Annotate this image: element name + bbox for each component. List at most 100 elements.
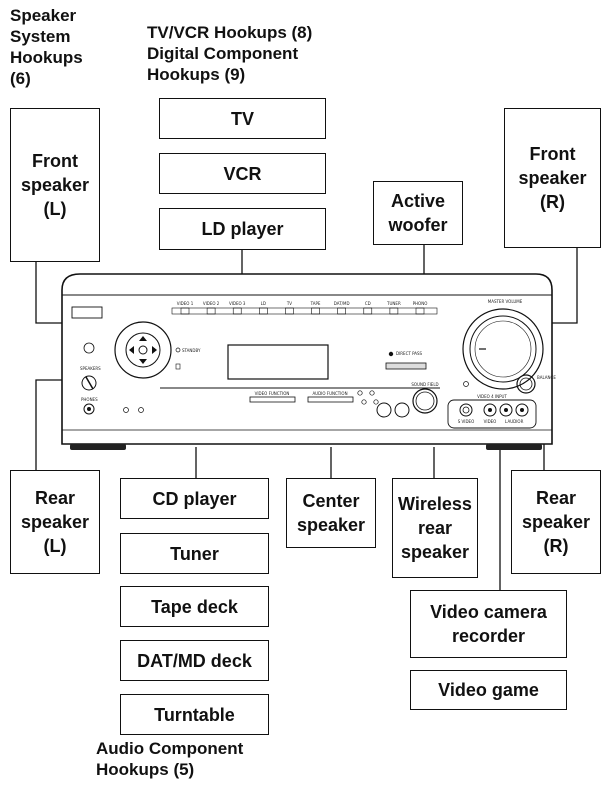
box-line: Active — [390, 191, 445, 211]
sound-field-label: SOUND FIELD — [411, 382, 438, 387]
balance-label: BALANCE — [537, 375, 556, 380]
receiver-foot — [486, 444, 542, 450]
box-ld-player: LD player — [159, 208, 326, 250]
heading-line: Hookups — [10, 48, 83, 67]
heading-line: Speaker — [10, 6, 77, 25]
audio-r-label: R — [521, 419, 524, 424]
box-front-speaker-left: Front speaker (L) — [10, 108, 100, 262]
box-label: Tape deck — [151, 596, 238, 617]
input-button-label: LD — [261, 301, 266, 306]
box-active-woofer: Active woofer — [373, 181, 463, 245]
heading-speaker-system-hookups: Speaker System Hookups (6) — [10, 5, 83, 89]
speakers-label: SPEAKERS — [80, 366, 101, 371]
input-button — [180, 307, 190, 315]
input-button-label: TAPE — [310, 301, 321, 306]
audio-function-label: AUDIO FUNCTION — [312, 391, 347, 396]
box-video-camera-recorder: Video camera recorder — [410, 590, 567, 658]
box-line: (L) — [43, 199, 67, 219]
box-line: speaker — [20, 175, 90, 195]
input-button — [206, 307, 216, 315]
box-label: DAT/MD deck — [137, 650, 252, 671]
box-dat-md-deck: DAT/MD deck — [120, 640, 269, 681]
box-line: Rear — [535, 488, 577, 508]
input-button-label: TV — [286, 301, 292, 306]
heading-audio-component-hookups: Audio Component Hookups (5) — [96, 738, 243, 780]
heading-line: Digital Component — [147, 44, 299, 63]
input-button-label: DAT/MD — [334, 301, 350, 306]
box-line: (R) — [543, 536, 569, 556]
heading-line: System — [10, 27, 71, 46]
av-receiver — [61, 273, 553, 445]
box-line: woofer — [388, 215, 448, 235]
box-label: LD player — [201, 219, 284, 239]
box-line: speaker — [20, 512, 90, 532]
heading-line: (6) — [10, 69, 31, 88]
box-label: Video game — [438, 680, 539, 700]
box-label: CD player — [152, 488, 237, 509]
input-button-label: VIDEO 3 — [229, 301, 246, 306]
standby-label: STANDBY — [182, 348, 201, 353]
box-label: VCR — [223, 163, 262, 184]
input-selector-labels: VIDEO 1 VIDEO 2 VIDEO 3 LD TV TAPE DAT/MD CD TUN… — [177, 301, 428, 315]
box-tv: TV — [159, 98, 326, 139]
box-line: Video camera — [430, 602, 547, 622]
box-vcr: VCR — [159, 153, 326, 194]
video-jack-label: VIDEO — [484, 419, 497, 424]
box-label: TV — [230, 108, 254, 129]
box-line: speaker — [296, 515, 366, 535]
receiver-feet — [70, 444, 542, 450]
input-button — [363, 307, 373, 315]
heading-line: Hookups (5) — [96, 760, 195, 779]
box-line: recorder — [451, 626, 526, 646]
heading-line: Audio Component — [96, 739, 244, 758]
master-volume-label: MASTER VOLUME — [488, 299, 523, 304]
box-video-game: Video game — [410, 670, 567, 710]
audio-label: AUDIO — [507, 419, 520, 424]
input-button-label: PHONO — [413, 301, 428, 306]
s-video-label: S VIDEO — [458, 419, 474, 424]
video-function-label: VIDEO FUNCTION — [255, 391, 290, 396]
heading-tv-vcr-hookups: TV/VCR Hookups (8) Digital Component Hoo… — [147, 22, 312, 85]
input-button — [389, 307, 399, 315]
box-line: Wireless — [398, 494, 472, 514]
box-label: Tuner — [170, 543, 219, 564]
box-cd-player: CD player — [120, 478, 269, 519]
box-line: Front — [32, 151, 78, 171]
input-button — [415, 307, 425, 315]
box-tuner: Tuner — [120, 533, 269, 574]
connector-lines — [35, 245, 578, 590]
box-line: (R) — [540, 192, 565, 212]
input-button-label: VIDEO 1 — [177, 301, 194, 306]
box-wireless-rear-speaker: Wireless rear speaker — [392, 478, 478, 578]
input-button-label: VIDEO 2 — [203, 301, 220, 306]
heading-line: Hookups (9) — [147, 65, 246, 84]
receiver-foot — [70, 444, 126, 450]
box-tape-deck: Tape deck — [120, 586, 269, 627]
input-button-label: CD — [365, 301, 371, 306]
input-button — [259, 307, 268, 315]
audio-l-label: L — [505, 419, 508, 424]
box-label: Turntable — [154, 704, 235, 725]
box-line: Center — [302, 491, 360, 511]
box-rear-speaker-right: Rear speaker (R) — [511, 470, 601, 574]
box-line: rear — [417, 518, 452, 538]
box-line: Rear — [34, 488, 76, 508]
box-line: speaker — [521, 512, 591, 532]
box-center-speaker: Center speaker — [286, 478, 376, 548]
box-line: Front — [529, 144, 576, 164]
input-button-label: TUNER — [386, 301, 401, 306]
input-button — [337, 307, 346, 315]
direct-pass-label: DIRECT PASS — [396, 351, 423, 356]
video4-input-label: VIDEO 4 INPUT — [477, 394, 507, 399]
input-button — [232, 307, 242, 315]
heading-line: TV/VCR Hookups (8) — [147, 23, 313, 42]
box-rear-speaker-left: Rear speaker (L) — [10, 470, 100, 574]
input-button — [311, 307, 320, 315]
phones-label: PHONES — [81, 397, 98, 402]
box-line: speaker — [400, 542, 470, 562]
input-button — [285, 307, 294, 315]
box-turntable: Turntable — [120, 694, 269, 735]
box-line: (L) — [43, 536, 67, 556]
